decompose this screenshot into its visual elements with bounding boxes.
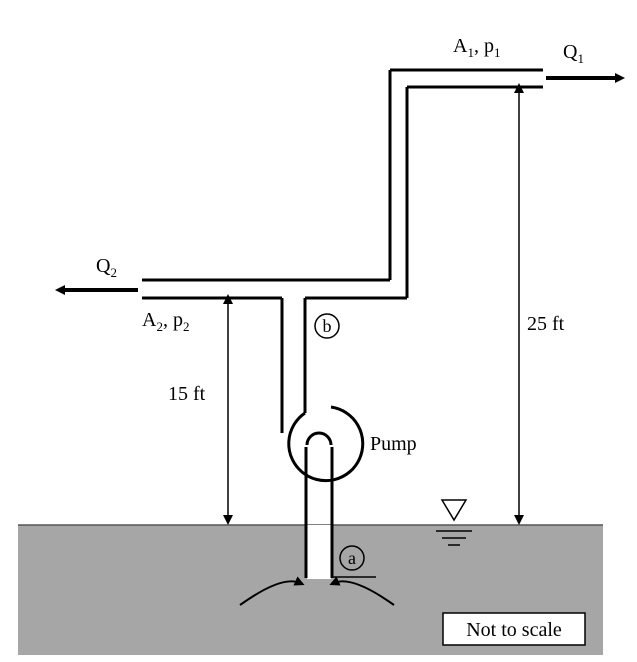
inflow-arrow-right	[329, 576, 395, 606]
suction-pipe-interior	[307, 525, 331, 579]
q1-label: Q1	[563, 41, 584, 66]
pump-casing	[287, 405, 365, 483]
point-b-label: b	[323, 316, 332, 336]
height-25ft-label: 25 ft	[527, 313, 565, 335]
not-to-scale-label: Not to scale	[466, 619, 562, 641]
inflow-arrow-left	[239, 576, 305, 606]
q2-label: Q2	[96, 255, 117, 280]
point-b-marker: b	[314, 313, 340, 339]
free-surface-symbol	[436, 499, 472, 546]
a2-p2-label: A2, p2	[142, 309, 189, 334]
a1-p1-label: A1, p1	[453, 35, 500, 60]
height-15ft-label: 15 ft	[168, 383, 206, 405]
not-to-scale-box	[442, 612, 586, 646]
point-a-label: a	[348, 548, 356, 568]
pump-label: Pump	[370, 433, 417, 455]
pump	[287, 405, 365, 483]
